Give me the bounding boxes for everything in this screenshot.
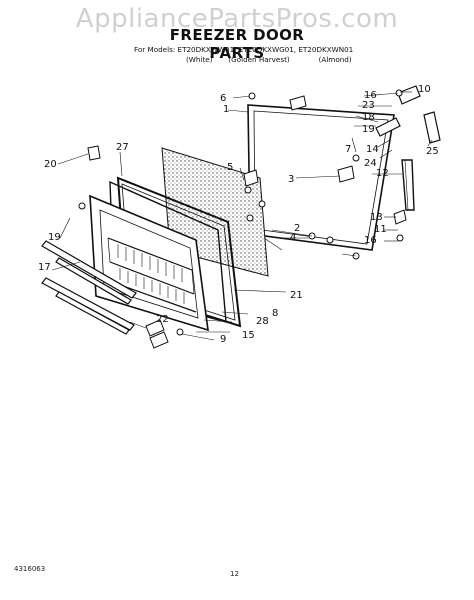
hinge-bracket (375, 85, 441, 144)
small-hardware (78, 89, 407, 349)
door-trim-strips (41, 240, 137, 335)
handle-bar (401, 159, 415, 211)
callout-21: 21 (290, 290, 303, 301)
callout-2: 2 (294, 223, 300, 234)
color-variants: (White) (Golden Harvest) (Almond) (186, 55, 352, 64)
callout-17: 17 (38, 262, 51, 273)
color-golden-harvest: (Golden Harvest) (228, 55, 290, 64)
callout-22: 22 (156, 314, 169, 325)
callout-6: 6 (220, 93, 226, 104)
callout-19: 19 (48, 232, 61, 243)
color-white: (White) (186, 55, 213, 64)
callout-24: 24 (364, 158, 377, 169)
callout-28: 28 (256, 316, 269, 327)
callout-4: 4 (290, 232, 296, 243)
callout-14: 14 (366, 144, 379, 155)
callout-8: 8 (272, 308, 278, 319)
callout-1: 1 (223, 104, 229, 115)
footer-code: 4316063 (14, 565, 46, 573)
callout-9: 9 (220, 334, 226, 345)
watermark: AppliancePartsPros.com (75, 4, 399, 34)
callout-27: 27 (116, 142, 129, 153)
callout-20: 20 (44, 159, 57, 170)
diagram-title: FREEZER DOOR PARTS (169, 26, 305, 62)
callout-11: 11 (374, 224, 387, 235)
callout-18: 18 (362, 112, 375, 123)
callout-23: 23 (362, 100, 375, 111)
callout-3: 3 (288, 174, 294, 185)
callout-16: 16 (364, 90, 377, 101)
callout-12: 12 (376, 168, 389, 179)
callout-19: 19 (362, 124, 375, 135)
callout-7: 7 (345, 144, 351, 155)
page-number: 12 (230, 570, 239, 578)
callout-labels: 1234567891011121314151616171819192021222… (38, 84, 439, 345)
models-line: For Models: ET20DKXWW01, ET20DKXWG01, ET… (134, 45, 354, 54)
callout-5: 5 (227, 162, 233, 173)
callout-25: 25 (426, 146, 439, 157)
callout-10: 10 (418, 84, 431, 95)
callout-15: 15 (242, 330, 255, 341)
door-shelf-rails (117, 244, 185, 304)
color-almond: (Almond) (318, 55, 352, 64)
callout-13: 13 (370, 212, 383, 223)
callout-16: 16 (364, 235, 377, 246)
leader-lines (51, 91, 433, 341)
